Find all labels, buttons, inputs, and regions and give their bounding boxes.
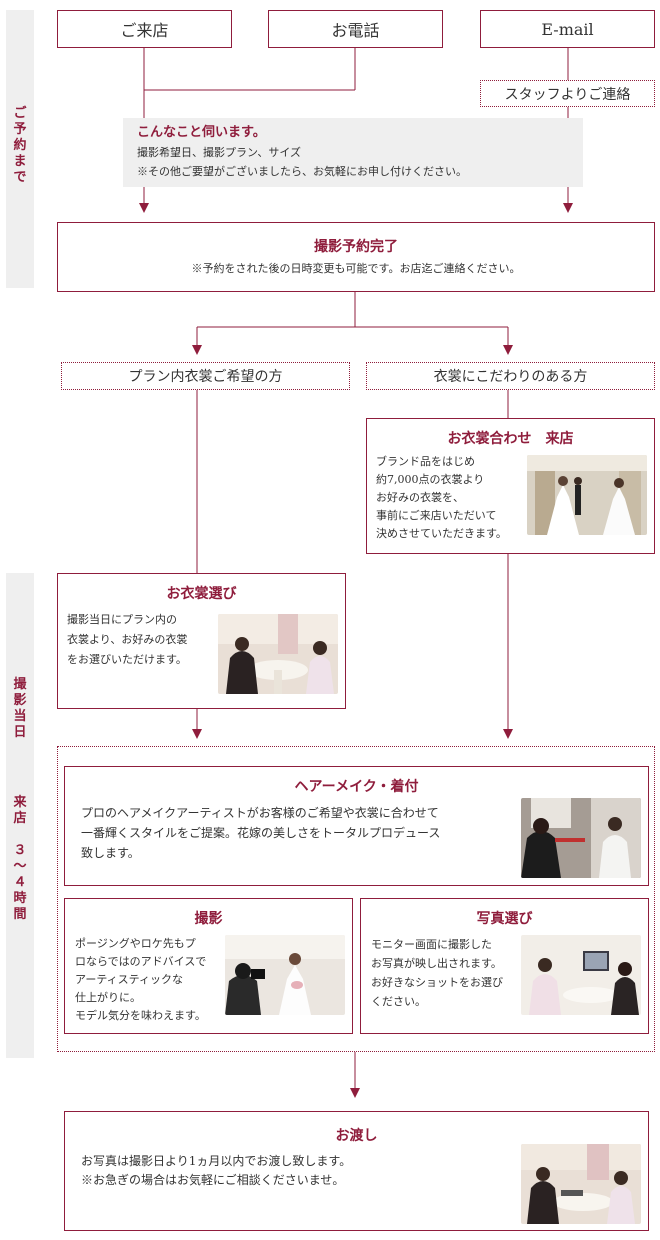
photo-select-line: お好きなショットをお選び xyxy=(371,976,503,989)
selection-line: 衣裳より、お好みの衣裳 xyxy=(67,633,188,646)
branch-particular-label: 衣裳にこだわりのある方 xyxy=(433,369,588,385)
delivery-text: お写真は撮影日より1ヵ月以内でお渡し致します。 ※お急ぎの場合はお気軽にご相談く… xyxy=(81,1152,501,1190)
phone-label: お電話 xyxy=(331,21,380,40)
hair-text: プロのヘアメイクアーティストがお客様のご希望や衣裳に合わせて 一番輝くスタイルを… xyxy=(81,803,511,863)
selection-text: 撮影当日にプラン内の 衣裳より、お好みの衣裳 をお選びいただけます。 xyxy=(67,610,217,670)
sidebar-reservation-label: ご 予 約 ま で xyxy=(13,106,27,185)
staff-contact-box: スタッフよりご連絡 xyxy=(480,80,655,107)
delivery-line: お写真は撮影日より1ヵ月以内でお渡し致します。 xyxy=(81,1154,352,1168)
photo-select-photo xyxy=(521,935,641,1015)
delivery-title: お渡し xyxy=(335,1128,378,1144)
sidebar-shoot-day-label: 撮 影 当 日 xyxy=(13,677,27,740)
photo-select-text: モニター画面に撮影した お写真が映し出されます。 お好きなショットをお選び くだ… xyxy=(371,935,531,1011)
fitting-line: 事前にご来店いただいて xyxy=(376,509,497,522)
fitting-line: お好みの衣裳を、 xyxy=(376,491,464,504)
hair-line: 一番輝くスタイルをご提案。花嫁の美しさをトータルプロデュース xyxy=(81,826,441,840)
branch-particular-box: 衣裳にこだわりのある方 xyxy=(366,362,655,390)
visit-label: ご来店 xyxy=(120,21,169,40)
inquiry-title: こんなこと伺います。 xyxy=(137,125,266,140)
delivery-line: ※お急ぎの場合はお気軽にご相談くださいませ。 xyxy=(81,1173,345,1187)
selection-line: をお選びいただけます。 xyxy=(67,653,187,666)
email-box: E-mail xyxy=(480,10,655,48)
photo-select-box: 写真選び モニター画面に撮影した お写真が映し出されます。 お好きなショットをお… xyxy=(360,898,649,1034)
sidebar-duration-label: 来 店 ３ 〜 ４ 時 間 xyxy=(13,795,27,922)
inquiry-line-1: 撮影希望日、撮影プラン、サイズ xyxy=(137,146,302,159)
shoot-title: 撮影 xyxy=(194,911,223,927)
selection-photo xyxy=(218,614,338,694)
sidebar-reservation: ご 予 約 ま で xyxy=(6,10,34,288)
photo-select-line: ください。 xyxy=(371,995,426,1008)
shoot-text: ポージングやロケ先もプ ロならではのアドバイスで アーティスティックな 仕上がり… xyxy=(75,935,235,1025)
shoot-line: ロならではのアドバイスで xyxy=(75,955,207,968)
selection-box: お衣裳選び 撮影当日にプラン内の 衣裳より、お好みの衣裳 をお選びいただけます。 xyxy=(57,573,346,709)
photo-select-line: お写真が映し出されます。 xyxy=(371,957,502,970)
fitting-line: 決めさせていただきます。 xyxy=(376,527,507,540)
shoot-line: 仕上がりに。 xyxy=(75,991,141,1004)
shoot-photo xyxy=(225,935,345,1015)
reservation-complete-box: 撮影予約完了 ※予約をされた後の日時変更も可能です。お店迄ご連絡ください。 xyxy=(57,222,655,292)
email-label: E-mail xyxy=(541,19,594,39)
branch-plan-box: プラン内衣裳ご希望の方 xyxy=(61,362,350,390)
fitting-line: ブランド品をはじめ xyxy=(376,455,475,468)
reservation-complete-title: 撮影予約完了 xyxy=(314,239,398,255)
delivery-box: お渡し お写真は撮影日より1ヵ月以内でお渡し致します。 ※お急ぎの場合はお気軽に… xyxy=(64,1111,649,1231)
fitting-text: ブランド品をはじめ 約7,000点の衣裳より お好みの衣裳を、 事前にご来店いた… xyxy=(376,453,536,543)
shoot-box: 撮影 ポージングやロケ先もプ ロならではのアドバイスで アーティスティックな 仕… xyxy=(64,898,353,1034)
visit-box: ご来店 xyxy=(57,10,232,48)
fitting-line: 約7,000点の衣裳より xyxy=(376,473,485,486)
hair-line: 致します。 xyxy=(81,846,140,860)
shoot-line: モデル気分を味わえます。 xyxy=(75,1009,206,1022)
reservation-complete-text: ※予約をされた後の日時変更も可能です。お店迄ご連絡ください。 xyxy=(191,262,521,275)
shoot-line: ポージングやロケ先もプ xyxy=(75,937,196,950)
inquiry-note: こんなこと伺います。 撮影希望日、撮影プラン、サイズ ※その他ご要望がございまし… xyxy=(123,118,583,187)
fitting-title: お衣裳合わせ 来店 xyxy=(447,431,574,447)
shoot-line: アーティスティックな xyxy=(75,973,184,986)
branch-plan-label: プラン内衣裳ご希望の方 xyxy=(128,369,283,385)
phone-box: お電話 xyxy=(268,10,443,48)
staff-contact-label: スタッフよりご連絡 xyxy=(504,86,631,103)
delivery-photo xyxy=(521,1144,641,1224)
hair-line: プロのヘアメイクアーティストがお客様のご希望や衣裳に合わせて xyxy=(81,806,439,820)
sidebar-shoot-day: 撮 影 当 日 来 店 ３ 〜 ４ 時 間 xyxy=(6,573,34,1058)
selection-line: 撮影当日にプラン内の xyxy=(67,613,177,626)
photo-select-line: モニター画面に撮影した xyxy=(371,938,492,951)
hair-photo xyxy=(521,798,641,878)
fitting-box: お衣裳合わせ 来店 ブランド品をはじめ 約7,000点の衣裳より お好みの衣裳を… xyxy=(366,418,655,554)
selection-title: お衣裳選び xyxy=(166,586,237,602)
fitting-photo xyxy=(527,455,647,535)
hair-box: ヘアーメイク・着付 プロのヘアメイクアーティストがお客様のご希望や衣裳に合わせて… xyxy=(64,766,649,886)
photo-select-title: 写真選び xyxy=(476,911,533,927)
inquiry-line-2: ※その他ご要望がございましたら、お気軽にお申し付けください。 xyxy=(137,165,467,178)
hair-title: ヘアーメイク・着付 xyxy=(294,779,419,795)
